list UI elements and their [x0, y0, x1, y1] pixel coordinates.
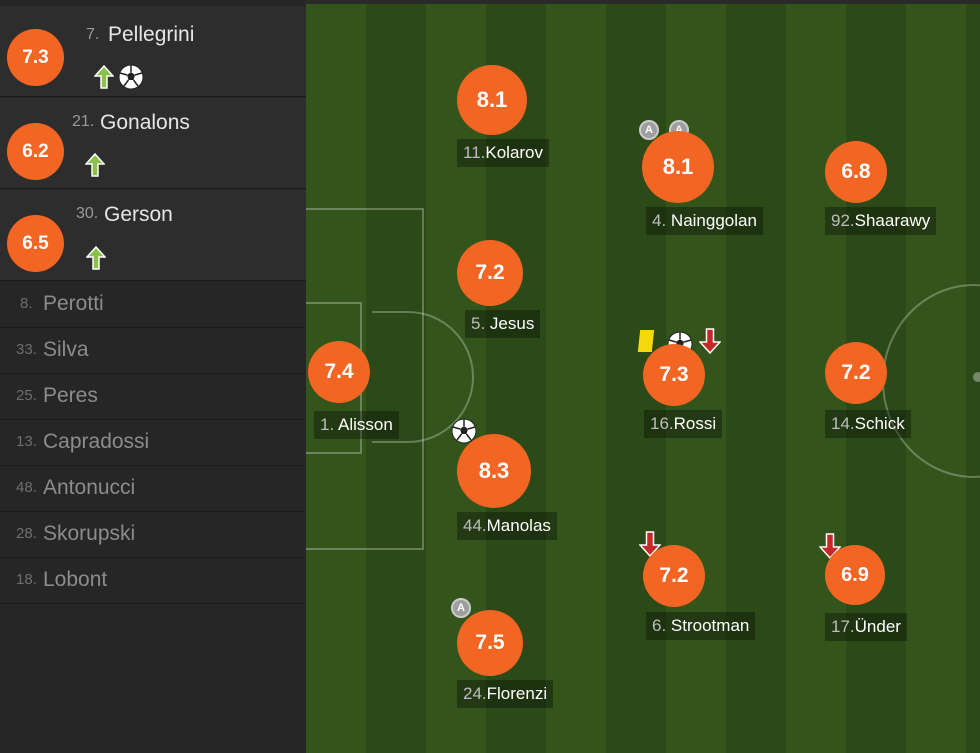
player-name: Ünder [854, 617, 901, 636]
rating-circle: 6.9 [825, 545, 885, 605]
player-number: 11. [463, 143, 486, 162]
center-circle [882, 284, 980, 478]
player-number: 30. [76, 205, 99, 222]
bench-player-row[interactable]: 28. Skorupski [0, 512, 306, 558]
player-name: Antonucci [43, 476, 136, 499]
player-label: 11.Kolarov [457, 139, 550, 167]
assist-badge-icon: A [639, 120, 659, 140]
player-name: Manolas [486, 516, 551, 535]
rating-circle: 7.4 [308, 341, 370, 403]
player-name: Gerson [104, 203, 173, 226]
sub-out-arrow-icon [699, 328, 721, 354]
rating-circle: 7.2 [457, 240, 523, 306]
player-name: Perotti [43, 292, 104, 315]
player-number: 13. [16, 433, 37, 450]
player-name: Nainggolan [670, 211, 757, 230]
yellow-card-icon [637, 330, 655, 352]
sub-in-arrow-icon [86, 246, 106, 270]
player-name: Gonalons [100, 111, 190, 134]
rating-circle: 7.3 [643, 344, 705, 406]
player-name: Shaarawy [854, 211, 931, 230]
player-name: Silva [43, 338, 89, 361]
bench-player-row[interactable]: 25. Peres [0, 374, 306, 420]
player-number: 33. [16, 341, 37, 358]
player-label: 1. Alisson [314, 411, 399, 439]
sub-in-arrow-icon [85, 153, 105, 177]
player-name: Pellegrini [108, 23, 195, 46]
player-label: 5. Jesus [465, 310, 541, 338]
player-number: 28. [16, 525, 37, 542]
player-name: Lobont [43, 568, 108, 591]
player-label: 6. Strootman [646, 612, 756, 640]
rating-circle: 8.3 [457, 434, 531, 508]
rating-circle: 8.1 [642, 131, 714, 203]
player-label: 14.Schick [825, 410, 911, 438]
player-label: 44.Manolas [457, 512, 557, 540]
rating-circle: 6.5 [7, 215, 64, 272]
player-label: 16.Rossi [644, 410, 723, 438]
substitutes-panel: 7.3 7. Pellegrini 6.2 21. Gonalons 6.5 3… [0, 0, 306, 753]
player-name: Florenzi [486, 684, 548, 703]
sub-in-arrow-icon [94, 65, 114, 89]
rating-circle: 7.3 [7, 29, 64, 86]
player-number: 14. [831, 414, 855, 433]
bench-player-row[interactable]: 8. Perotti [0, 282, 306, 328]
rating-circle: 7.2 [643, 545, 705, 607]
player-name: Strootman [670, 616, 750, 635]
player-name: Capradossi [43, 430, 150, 453]
player-number: 6. [652, 616, 667, 635]
pitch: 7.4 1. Alisson 8.1 11.Kolarov 7.2 5. Jes… [306, 4, 980, 753]
player-name: Rossi [673, 414, 717, 433]
player-number: 18. [16, 571, 37, 588]
rating-circle: 8.1 [457, 65, 527, 135]
bench-player-row[interactable]: 13. Capradossi [0, 420, 306, 466]
player-number: 24. [463, 684, 487, 703]
sub-player-row[interactable]: 6.5 30. Gerson [0, 190, 306, 281]
assist-badge-icon: A [451, 598, 471, 618]
player-label: 92.Shaarawy [825, 207, 937, 235]
player-name: Skorupski [43, 522, 136, 545]
bench-player-row[interactable]: 33. Silva [0, 328, 306, 374]
sub-player-row[interactable]: 7.3 7. Pellegrini [0, 6, 306, 97]
rating-circle: 6.8 [825, 141, 887, 203]
player-number: 21. [72, 113, 95, 130]
player-number: 16. [650, 414, 674, 433]
player-number: 5. [471, 314, 486, 333]
player-number: 1. [320, 415, 335, 434]
goal-ball-icon [451, 418, 477, 444]
player-number: 48. [16, 479, 37, 496]
player-label: 24.Florenzi [457, 680, 554, 708]
player-name: Kolarov [485, 143, 544, 162]
bench-player-row[interactable]: 48. Antonucci [0, 466, 306, 512]
center-spot [973, 372, 980, 382]
sub-player-row[interactable]: 6.2 21. Gonalons [0, 98, 306, 189]
player-name: Alisson [337, 415, 393, 434]
player-number: 8. [20, 295, 33, 312]
player-number: 4. [652, 211, 667, 230]
rating-circle: 7.2 [825, 342, 887, 404]
goal-ball-icon [118, 64, 144, 90]
bench-player-row[interactable]: 18. Lobont [0, 558, 306, 604]
player-label: 4. Nainggolan [646, 207, 763, 235]
rating-circle: 6.2 [7, 123, 64, 180]
player-number: 17. [831, 617, 855, 636]
player-label: 17.Ünder [825, 613, 907, 641]
player-name: Schick [854, 414, 905, 433]
player-number: 44. [463, 516, 487, 535]
player-number: 25. [16, 387, 37, 404]
player-name: Jesus [489, 314, 535, 333]
rating-circle: 7.5 [457, 610, 523, 676]
player-number: 7. [86, 26, 100, 43]
player-number: 92. [831, 211, 855, 230]
player-name: Peres [43, 384, 98, 407]
